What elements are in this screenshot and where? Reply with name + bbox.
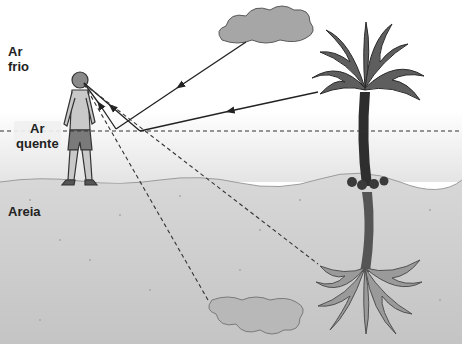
palm-tree [312,22,424,190]
light-ray [112,107,140,131]
man-figure [62,180,75,185]
sand-ground [429,209,431,211]
sand-ground [299,199,301,201]
cloud [219,6,313,43]
light-ray [84,42,318,131]
man-figure [68,130,92,150]
sand-ground [59,239,61,241]
light-ray [116,86,180,129]
sand-ground [439,299,441,301]
apparent-ray [84,84,208,300]
sand-ground [0,173,462,344]
sand-ground [29,199,31,201]
region-label: Ar frio [6,44,31,74]
light-ray [180,42,246,86]
sand-ground [0,173,462,344]
sky-ground [0,110,462,182]
palm-reflection [316,260,422,334]
palm-reflection [365,260,422,287]
cloud [219,6,313,43]
man-figure [82,150,92,180]
palm-reflection [360,192,374,272]
palm-tree [365,69,424,100]
cloud-reflection [209,297,303,334]
palm-tree [320,30,365,88]
man-figure [85,180,97,185]
palm-tree [358,92,372,186]
region-label: Ar quente [14,121,61,151]
man-figure [68,150,78,180]
palm-tree [357,180,367,190]
sand-ground [239,269,241,271]
sand-ground [259,229,261,231]
palm-tree [347,177,389,191]
apparent-ray [84,84,318,264]
light-ray [230,92,318,111]
sand-ground [89,259,91,261]
light-ray [140,111,230,131]
palm-tree [380,177,389,186]
palm-reflection [318,268,365,330]
palm-tree [347,177,357,187]
man-figure [64,92,75,126]
sand-ground [179,195,181,197]
palm-reflection [316,192,422,334]
apparent-ray [84,84,318,300]
palm-tree [364,22,369,88]
palm-tree [369,179,379,189]
cloud-reflection [209,297,303,334]
layer-boundary [0,131,462,132]
palm-reflection [364,268,369,334]
sand-ground [149,289,151,291]
sand-ground [39,319,41,321]
layer-boundary [0,131,462,132]
sand-ground [119,214,121,216]
palm-tree [312,22,424,100]
region-label: Areia [6,204,43,219]
